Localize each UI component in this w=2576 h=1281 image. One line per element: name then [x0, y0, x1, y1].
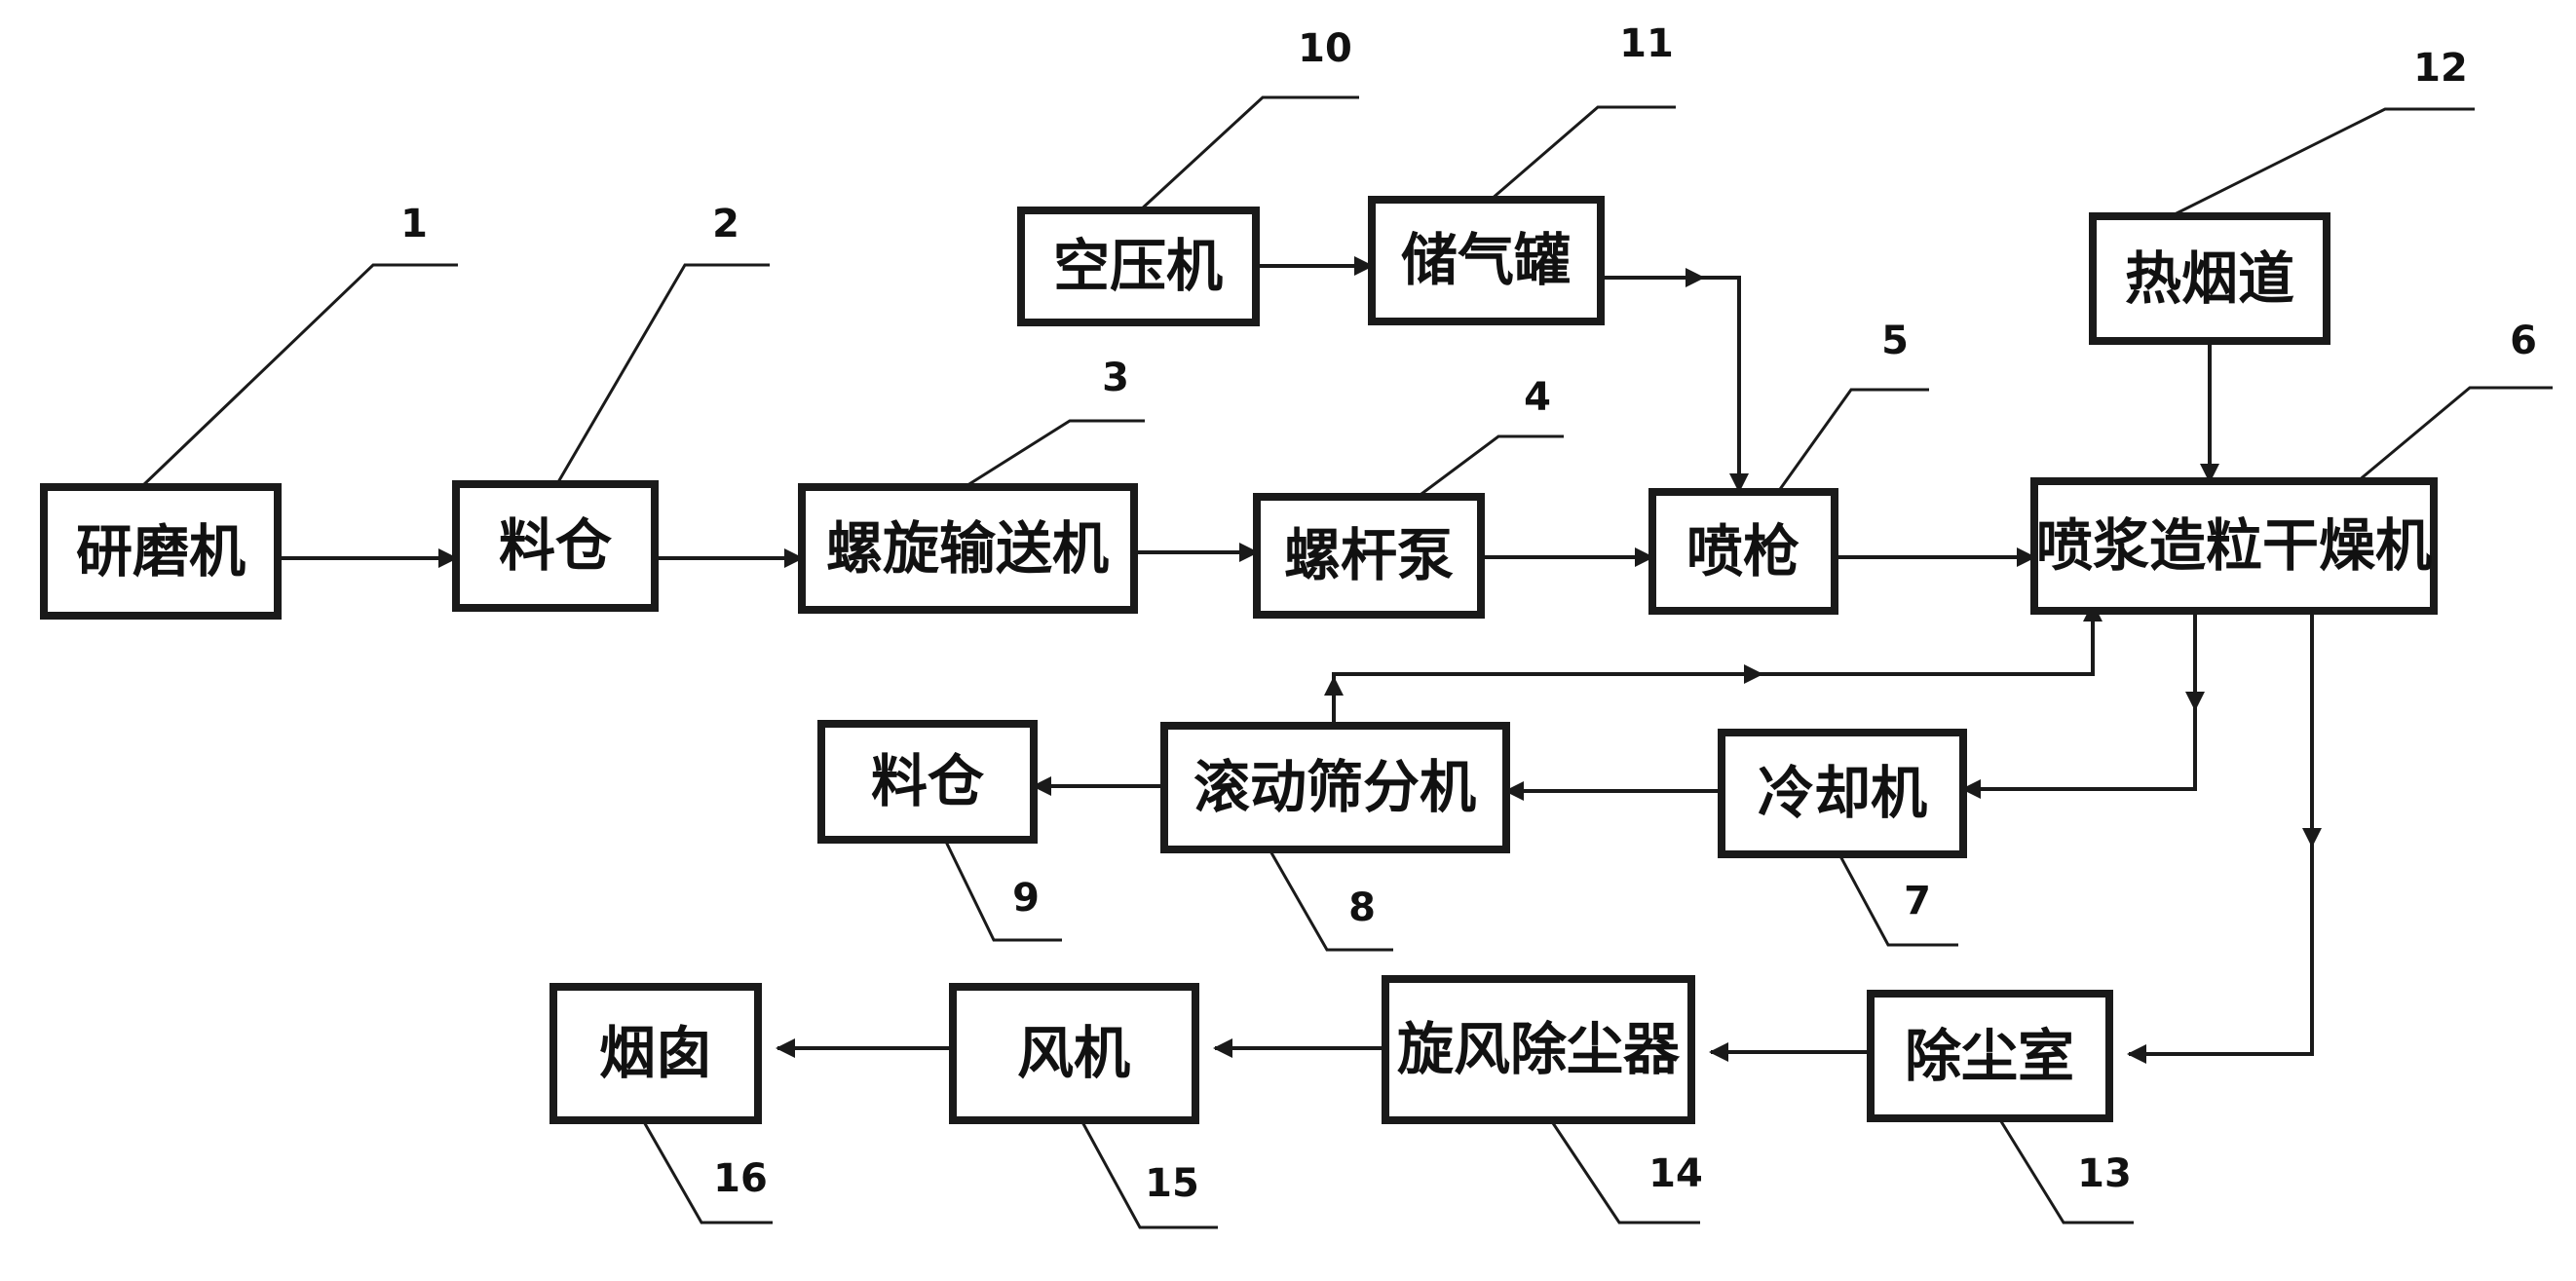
ref-num-8: 8 — [1348, 885, 1376, 930]
ref-num-3: 3 — [1102, 356, 1129, 400]
leader-7 — [1837, 853, 1958, 947]
box-spray-granulation-dryer: 喷浆造粒干燥机 — [2030, 477, 2438, 615]
box-air-tank: 储气罐 — [1368, 196, 1605, 325]
process-boxes: 研磨机 料仓 螺旋输送机 螺杆泵 喷枪 喷浆造粒干燥机 冷却机 滚动筛分机 — [40, 196, 2438, 1124]
box-drum-screen: 滚动筛分机 — [1160, 722, 1510, 853]
box-air-compressor-label: 空压机 — [1053, 233, 1223, 299]
box-grinder: 研磨机 — [40, 483, 282, 620]
box-cyclone-dust-collector-label: 旋风除尘器 — [1397, 1016, 1681, 1082]
box-dust-chamber: 除尘室 — [1867, 990, 2113, 1122]
box-screw-conveyor: 螺旋输送机 — [798, 483, 1138, 614]
box-grinder-label: 研磨机 — [76, 518, 246, 584]
leader-1 — [139, 263, 458, 489]
ref-num-2: 2 — [712, 202, 739, 246]
box-fan: 风机 — [949, 983, 1199, 1124]
ref-num-14: 14 — [1648, 1151, 1703, 1196]
leader-lines — [139, 95, 2553, 1229]
box-spray-granulation-dryer-label: 喷浆造粒干燥机 — [2036, 512, 2432, 579]
ref-num-1: 1 — [400, 202, 428, 246]
ref-num-5: 5 — [1881, 319, 1909, 363]
ref-num-16: 16 — [713, 1156, 768, 1201]
box-screw-pump-label: 螺杆泵 — [1284, 522, 1454, 588]
leader-10 — [1138, 95, 1359, 212]
box-air-compressor: 空压机 — [1017, 207, 1260, 326]
flow-dryer-to-dust-chamber — [2127, 611, 2314, 1064]
box-chimney-label: 烟囱 — [599, 1020, 712, 1086]
flow-lines — [278, 256, 2322, 1064]
box-cooler-label: 冷却机 — [1758, 760, 1927, 826]
leader-9 — [943, 839, 1062, 942]
ref-num-6: 6 — [2510, 319, 2537, 363]
box-silo-2: 料仓 — [817, 720, 1038, 844]
box-chimney: 烟囱 — [549, 983, 762, 1124]
ref-num-15: 15 — [1145, 1161, 1199, 1206]
ref-num-10: 10 — [1298, 26, 1352, 71]
box-silo-1: 料仓 — [452, 480, 659, 612]
leader-8 — [1268, 848, 1393, 952]
box-fan-label: 风机 — [1017, 1020, 1130, 1086]
flow-screen-return-to-dryer — [1332, 602, 2102, 733]
box-dust-chamber-label: 除尘室 — [1905, 1023, 2074, 1089]
leader-14 — [1549, 1119, 1700, 1224]
box-silo-1-label: 料仓 — [499, 512, 613, 579]
leader-13 — [1997, 1117, 2134, 1224]
box-hot-flue-label: 热烟道 — [2125, 245, 2294, 312]
box-cyclone-dust-collector: 旋风除尘器 — [1382, 975, 1695, 1124]
box-hot-flue: 热烟道 — [2089, 212, 2330, 345]
leader-11 — [1490, 105, 1676, 202]
ref-num-4: 4 — [1524, 375, 1551, 420]
leader-5 — [1776, 388, 1929, 493]
leader-16 — [641, 1119, 773, 1224]
ref-num-9: 9 — [1012, 876, 1040, 921]
leader-6 — [2357, 386, 2553, 483]
flow-tank-to-spray-gun — [1601, 276, 1749, 493]
box-spray-gun: 喷枪 — [1648, 488, 1838, 615]
box-cooler: 冷却机 — [1718, 729, 1967, 858]
box-screw-pump: 螺杆泵 — [1253, 493, 1485, 619]
leader-15 — [1080, 1119, 1218, 1229]
reference-numbers: 1 2 3 4 5 6 7 8 9 10 11 12 13 14 15 16 — [400, 21, 2537, 1206]
box-screw-conveyor-label: 螺旋输送机 — [826, 515, 1109, 582]
leader-4 — [1417, 434, 1564, 499]
ref-num-7: 7 — [1904, 879, 1931, 923]
leader-2 — [553, 263, 770, 488]
ref-num-11: 11 — [1619, 21, 1674, 66]
ref-num-13: 13 — [2077, 1151, 2132, 1196]
leader-3 — [964, 419, 1145, 489]
box-spray-gun-label: 喷枪 — [1686, 518, 1799, 584]
box-silo-2-label: 料仓 — [871, 748, 985, 814]
flow-dryer-to-cooler — [1961, 611, 2197, 799]
box-drum-screen-label: 滚动筛分机 — [1193, 754, 1476, 820]
leader-12 — [2170, 107, 2475, 218]
box-air-tank-label: 储气罐 — [1401, 227, 1571, 293]
ref-num-12: 12 — [2413, 46, 2468, 91]
